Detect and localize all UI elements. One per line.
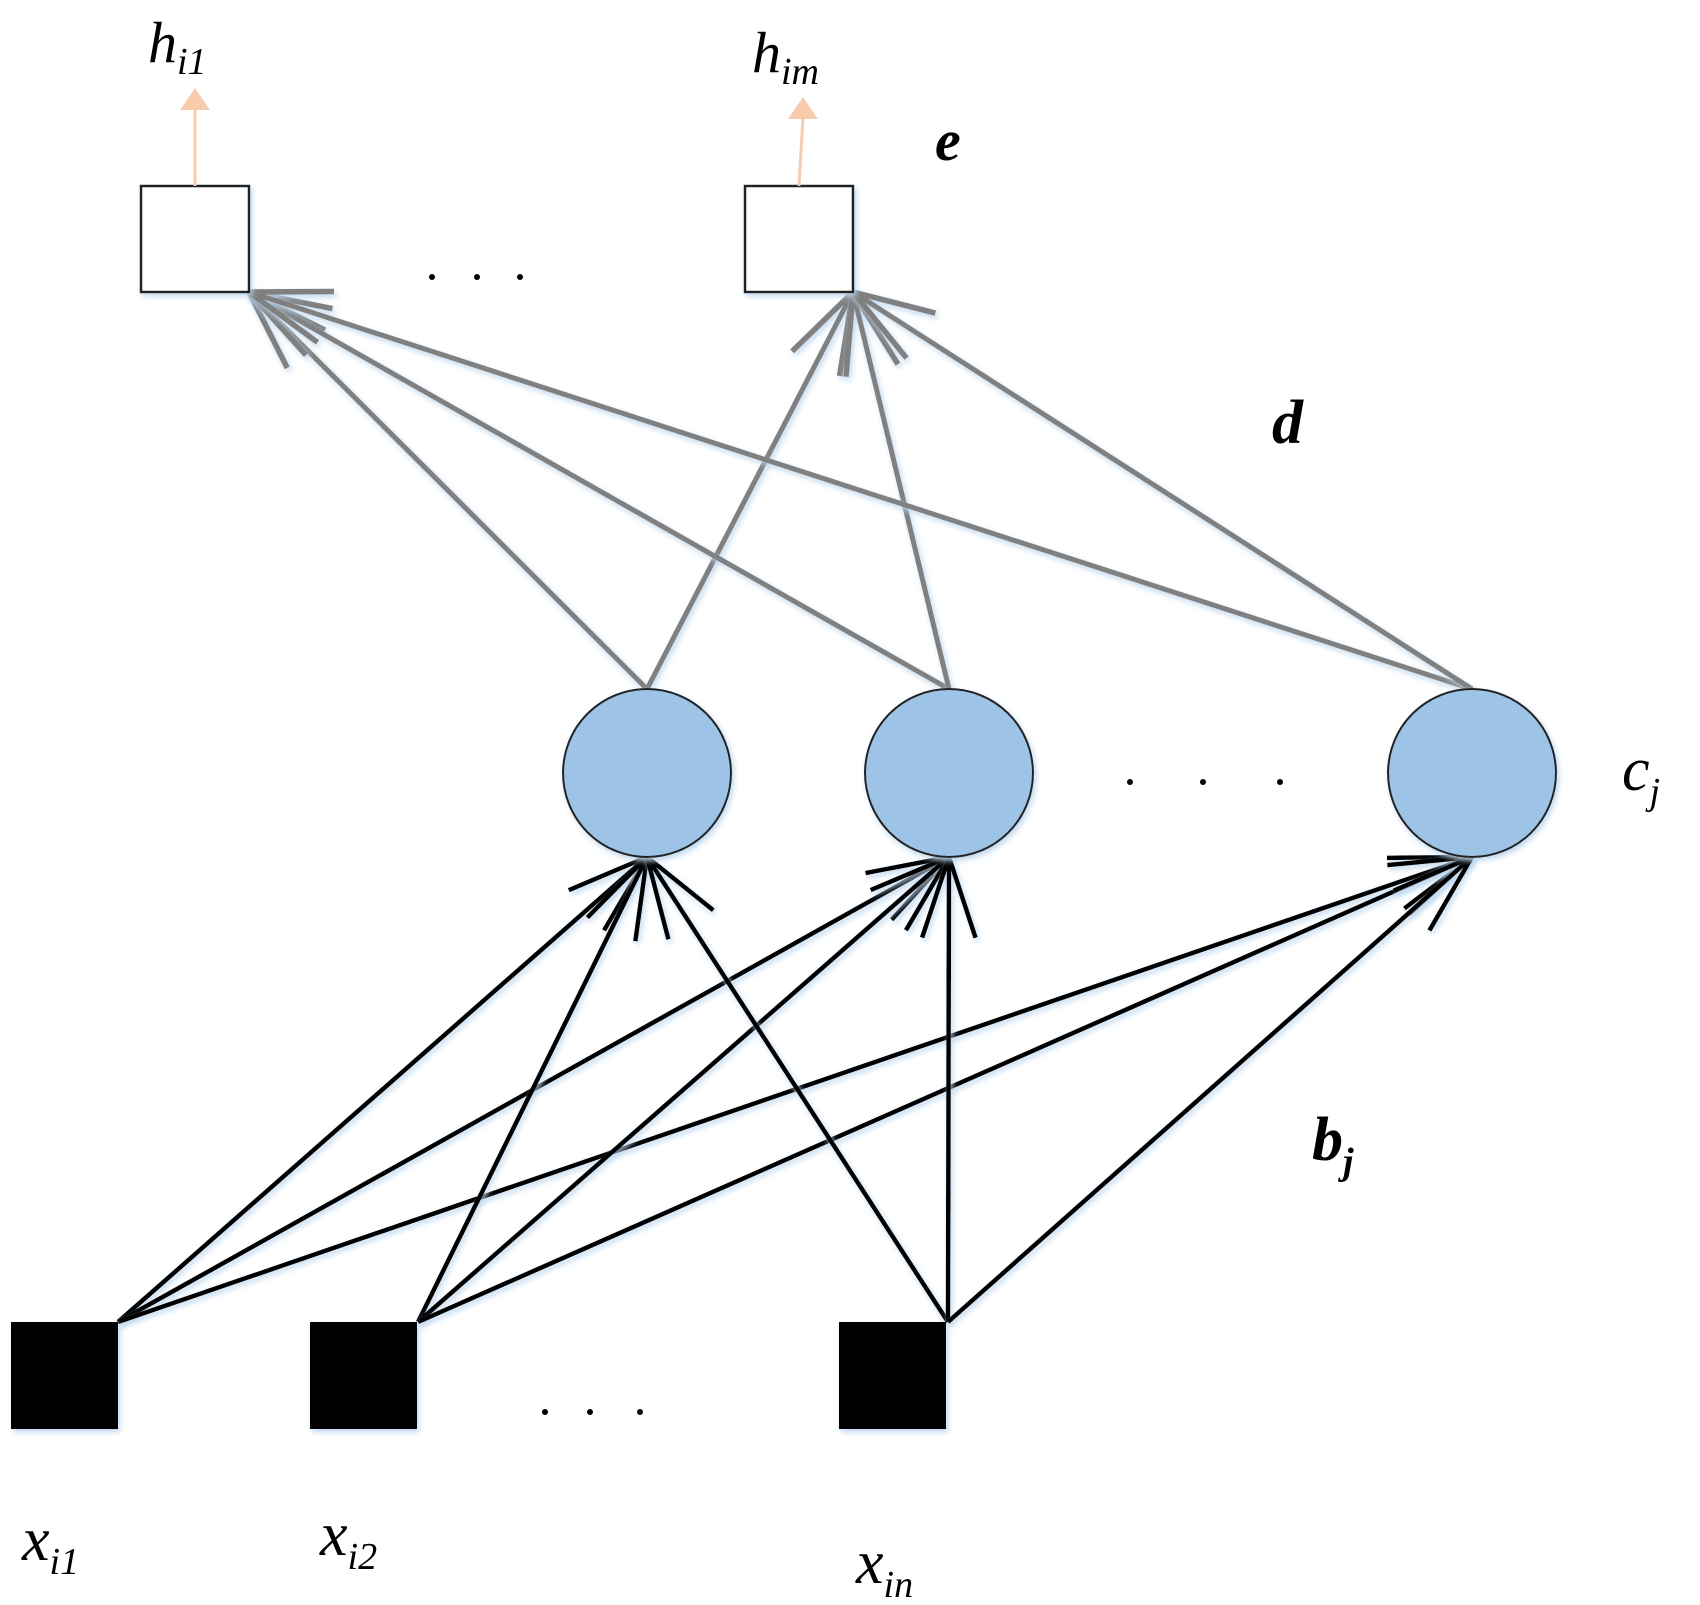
edge-x1-c1	[116, 854, 649, 1324]
edge-xn-c3	[946, 854, 1474, 1324]
output-arrows	[180, 88, 818, 187]
input-node-x2	[310, 1322, 417, 1429]
edge-x2-c3	[417, 854, 1474, 1325]
output-ellipsis	[429, 274, 523, 280]
edge-c1-om	[644, 290, 856, 691]
input-ellipsis	[542, 1409, 643, 1415]
hidden-node-c2	[864, 688, 1034, 858]
input-label-x-i1: xi1	[21, 1506, 79, 1583]
nodes-layer	[11, 184, 1557, 1429]
input-node-xn	[839, 1322, 946, 1429]
output-node-o1	[139, 184, 251, 294]
annotation-d: d	[1272, 389, 1304, 457]
output-node-om	[743, 184, 855, 294]
annotation-e: e	[935, 108, 961, 173]
hidden-to-output-edges	[246, 288, 1474, 692]
hidden-node-c3	[1387, 688, 1557, 858]
input-node-x1	[11, 1322, 118, 1429]
output-arrow-o1	[180, 88, 210, 186]
edge-x2-c1	[415, 855, 650, 1323]
hidden-label-c-j: cj	[1622, 736, 1660, 813]
edge-xn-c2	[919, 856, 978, 1323]
edge-xn-c1	[644, 855, 950, 1324]
annotation-b-j: bj	[1312, 1106, 1354, 1183]
input-to-hidden-edges	[116, 854, 1474, 1325]
output-arrow-om	[788, 97, 818, 187]
output-label-h-i1: hi1	[148, 10, 207, 83]
edge-c1-o1	[246, 289, 649, 691]
hidden-ellipsis	[1127, 779, 1283, 785]
output-label-h-im: him	[752, 20, 819, 93]
edge-x2-c2	[416, 854, 951, 1324]
input-label-x-i2: xi2	[319, 1501, 377, 1578]
edge-c3-om	[850, 289, 1474, 692]
hidden-node-c1	[562, 688, 732, 858]
input-label-x-in: xin	[855, 1529, 913, 1605]
edge-c3-o1	[247, 288, 1473, 692]
